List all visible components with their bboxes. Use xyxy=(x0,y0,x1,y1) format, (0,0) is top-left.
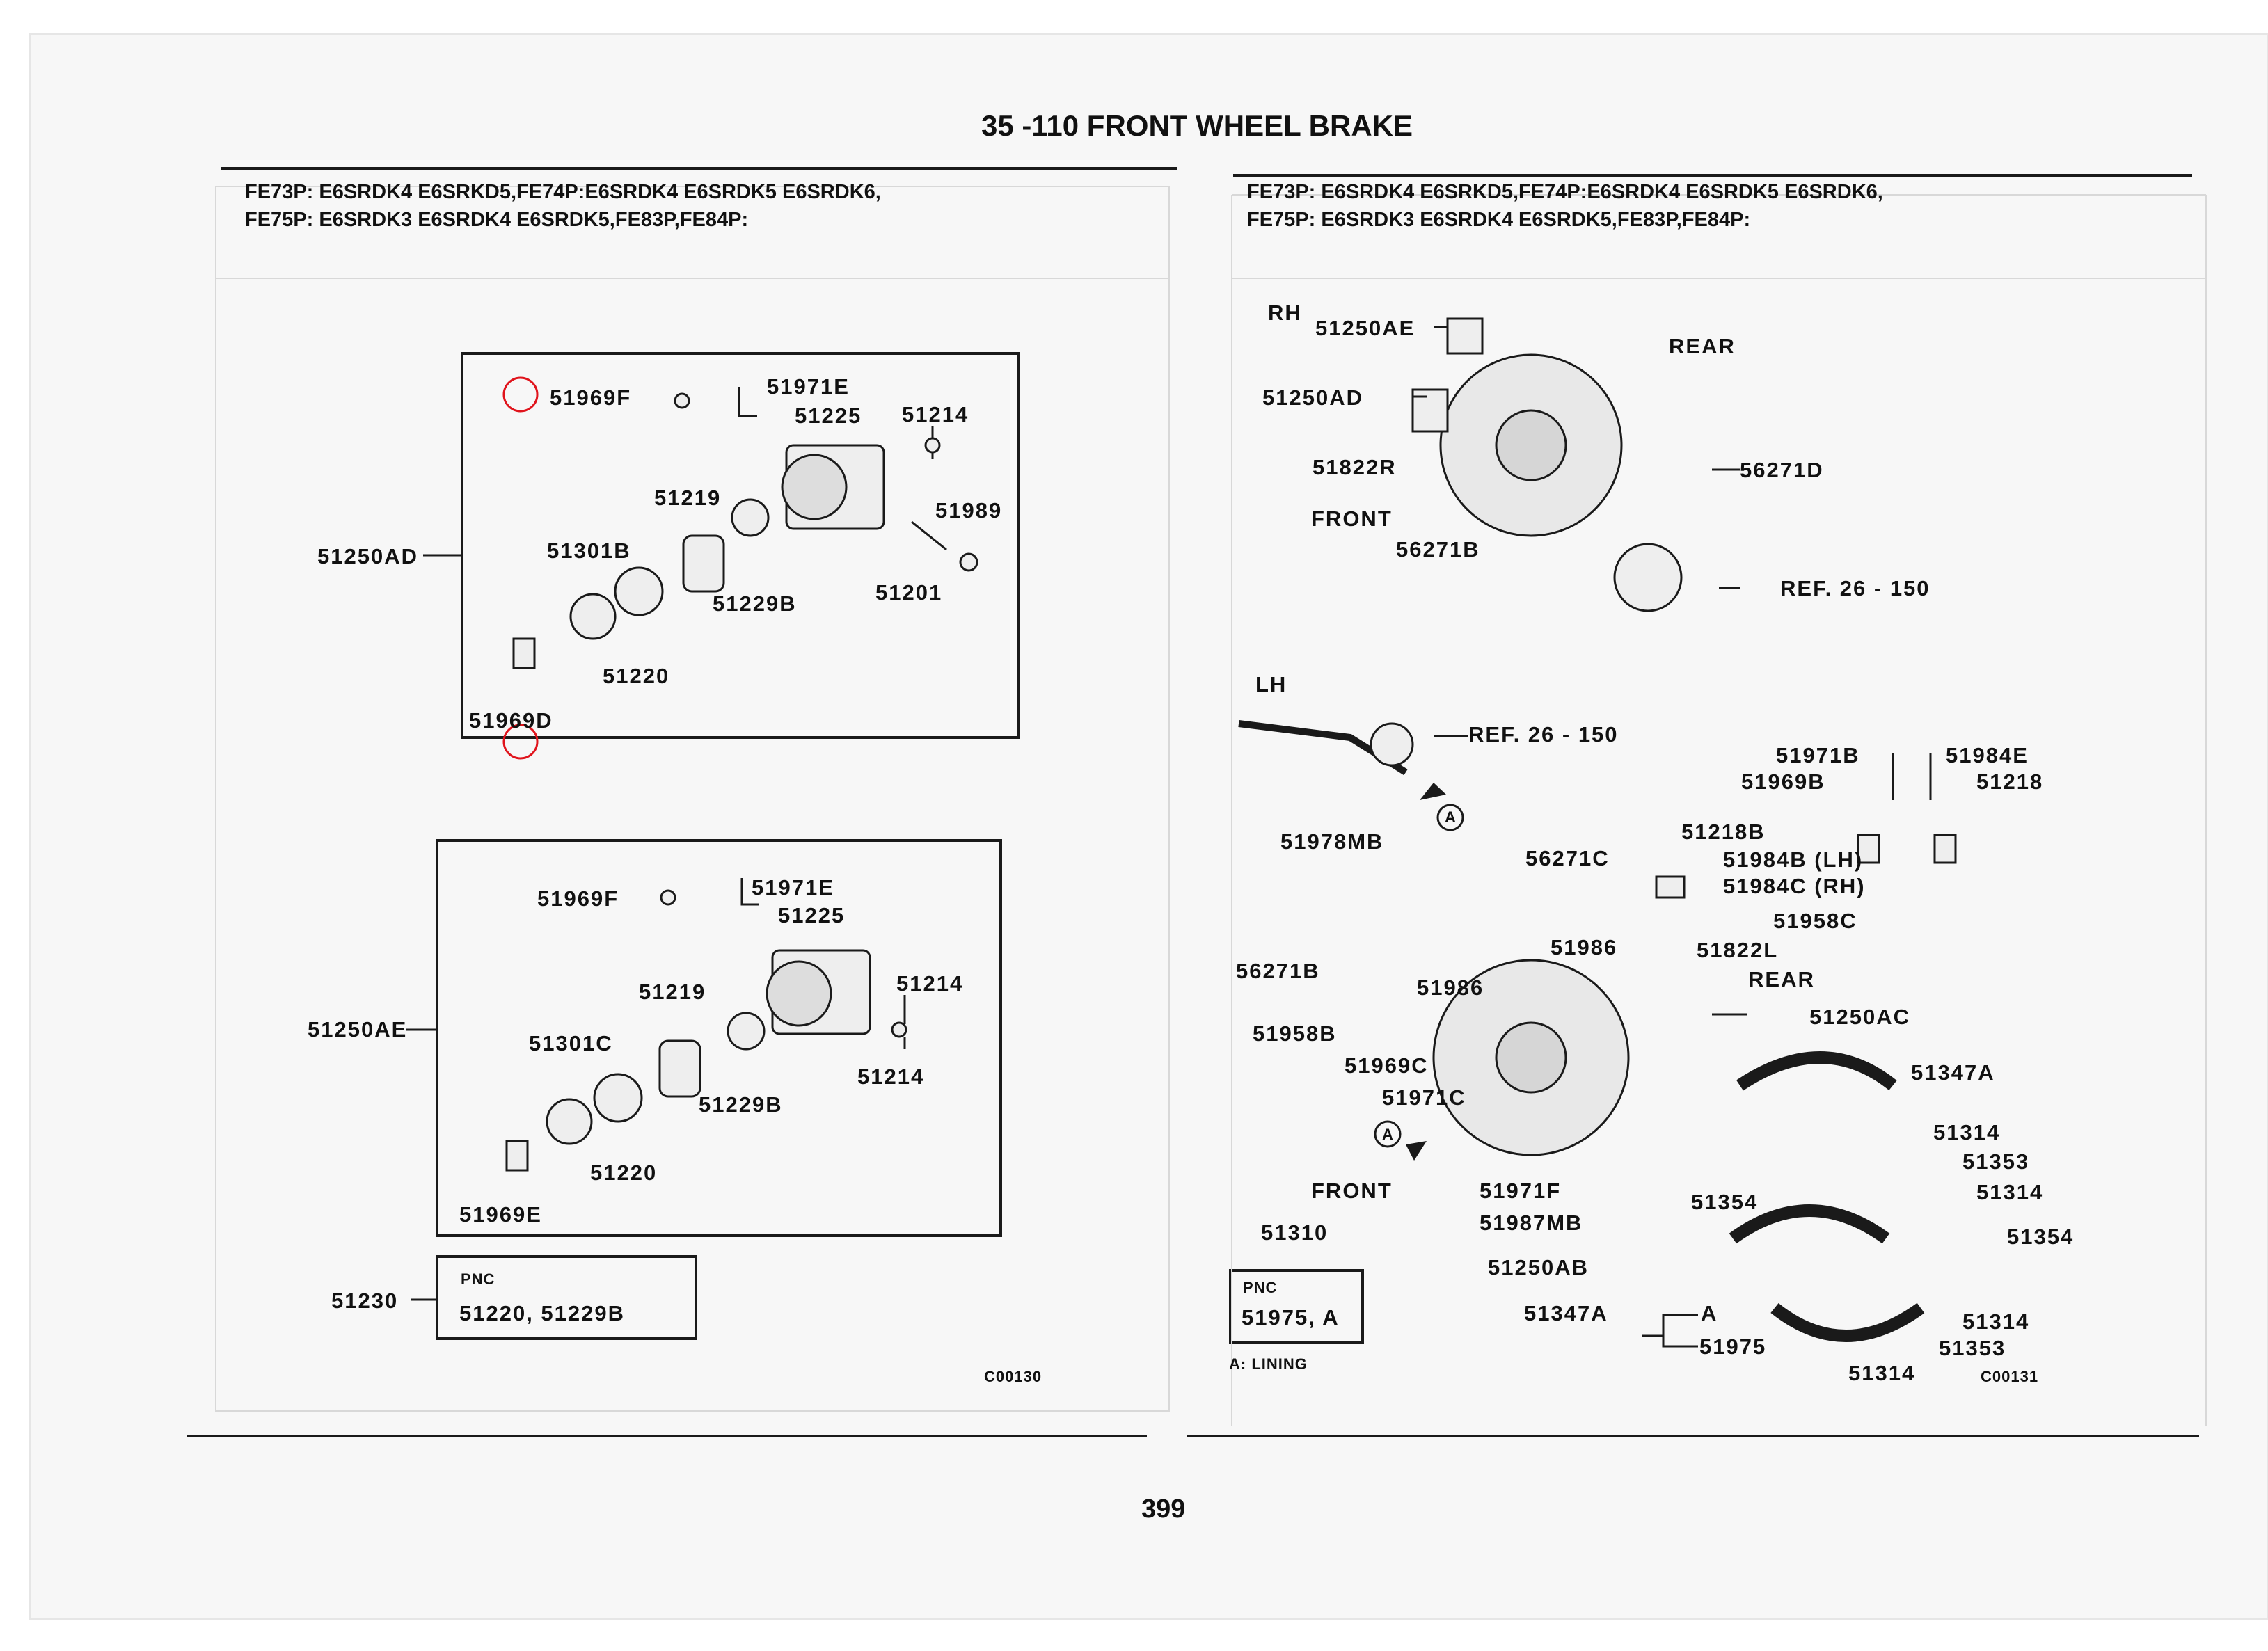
part-label: 51971E xyxy=(752,875,834,900)
part-label: 51301C xyxy=(529,1031,613,1055)
part-label: 51984C (RH) xyxy=(1723,874,1866,898)
part-label: 51984E xyxy=(1946,743,2029,767)
direction-label: FRONT xyxy=(1311,1179,1393,1203)
part-label: 51353 xyxy=(1962,1149,2030,1174)
part-label: 51225 xyxy=(778,903,846,927)
part-label: 56271B xyxy=(1236,959,1320,983)
part-label: 51218B xyxy=(1681,820,1766,844)
left-header-line-1: FE73P: E6SRDK4 E6SRKD5,FE74P:E6SRDK4 E6S… xyxy=(245,181,881,203)
part-label: 51250AE xyxy=(1315,316,1415,340)
part-label: 51250AD xyxy=(1262,385,1363,410)
lower-assembly-label: 51250AE xyxy=(308,1017,408,1042)
part-label: 51958C xyxy=(1773,909,1857,933)
document-sheet xyxy=(29,33,2268,1620)
part-label: 51969C xyxy=(1345,1053,1429,1078)
part-label: 56271D xyxy=(1740,458,1824,482)
part-label: 51250AC xyxy=(1809,1005,1910,1029)
part-label: 51201 xyxy=(875,580,943,605)
part-label: 51986 xyxy=(1551,935,1618,959)
right-header-line-1: FE73P: E6SRDK4 E6SRKD5,FE74P:E6SRDK4 E6S… xyxy=(1247,181,1883,203)
part-label: 51984B (LH) xyxy=(1723,847,1864,872)
part-label: 51347A xyxy=(1911,1060,1995,1085)
part-label: A xyxy=(1701,1301,1718,1325)
part-label: 51978MB xyxy=(1280,829,1384,854)
part-label: 51220 xyxy=(603,664,670,688)
part-label: 51250AB xyxy=(1488,1255,1589,1279)
part-label: 51975 xyxy=(1699,1334,1767,1359)
part-label: 51971E xyxy=(767,374,850,399)
part-label: 51314 xyxy=(1962,1309,2030,1334)
part-label: 51969D xyxy=(469,708,553,733)
part-label: 51354 xyxy=(1691,1190,1759,1214)
part-label: 51220 xyxy=(590,1161,658,1185)
part-label: 51214 xyxy=(896,971,964,996)
part-label: 51989 xyxy=(935,498,1003,523)
part-label: 56271C xyxy=(1525,846,1610,870)
reference-label: REF. 26 - 150 xyxy=(1780,576,1930,600)
part-label: 51229B xyxy=(699,1092,783,1117)
pnc-ref-label: 51230 xyxy=(331,1289,399,1313)
part-label: 51310 xyxy=(1261,1220,1329,1245)
lining-note: A: LINING xyxy=(1229,1355,1308,1373)
left-header-line-2: FE75P: E6SRDK3 E6SRDK4 E6SRDK5,FE83P,FE8… xyxy=(245,209,749,231)
part-label: 51987MB xyxy=(1480,1211,1583,1235)
page-title: 35 -110 FRONT WHEEL BRAKE xyxy=(981,109,1413,142)
part-label: 51347A xyxy=(1524,1301,1608,1325)
reference-label: REF. 26 - 150 xyxy=(1468,722,1619,747)
direction-label: REAR xyxy=(1669,334,1736,358)
part-label: 51354 xyxy=(2007,1225,2075,1249)
right-figure-code: C00131 xyxy=(1981,1368,2039,1385)
pnc-box-parts: 51220, 51229B xyxy=(459,1301,626,1325)
part-label: 51225 xyxy=(795,404,862,428)
part-label: 51218 xyxy=(1976,769,2044,794)
part-label: 51971C xyxy=(1382,1085,1466,1110)
right-header-line-2: FE75P: E6SRDK3 E6SRDK4 E6SRDK5,FE83P,FE8… xyxy=(1247,209,1751,231)
part-label: 51969F xyxy=(550,385,632,410)
part-label: 51314 xyxy=(1976,1180,2044,1204)
part-label: 51353 xyxy=(1939,1336,2006,1360)
part-label: 51214 xyxy=(902,402,969,426)
part-label: 51822L xyxy=(1697,938,1779,962)
pnc-box-title: PNC xyxy=(461,1270,495,1288)
pnc-box-parts-right: 51975, A xyxy=(1242,1305,1340,1330)
part-label: 51219 xyxy=(654,486,722,510)
part-label: 51958B xyxy=(1253,1021,1337,1046)
part-label: 51969F xyxy=(537,886,619,911)
part-label: 51314 xyxy=(1933,1120,2001,1144)
part-label: 51971F xyxy=(1480,1179,1562,1203)
part-label: 51301B xyxy=(547,539,631,563)
page-number: 399 xyxy=(1141,1494,1186,1524)
marker-a: A xyxy=(1445,808,1457,826)
direction-label: FRONT xyxy=(1311,507,1393,531)
part-label: 51229B xyxy=(713,591,797,616)
part-label: 51214 xyxy=(857,1064,925,1089)
part-label: 56271B xyxy=(1396,537,1480,561)
lh-label: LH xyxy=(1255,672,1287,696)
part-label: 51822R xyxy=(1313,455,1397,479)
marker-a: A xyxy=(1382,1126,1394,1143)
part-label: 51986 xyxy=(1417,975,1484,1000)
direction-label: REAR xyxy=(1748,967,1815,991)
pnc-box-title-right: PNC xyxy=(1243,1279,1278,1296)
rh-label: RH xyxy=(1268,301,1302,325)
part-label: 51969B xyxy=(1741,769,1825,794)
part-label: 51219 xyxy=(639,980,706,1004)
part-label: 51969E xyxy=(459,1202,542,1227)
upper-assembly-label: 51250AD xyxy=(317,544,418,568)
left-figure-code: C00130 xyxy=(984,1368,1042,1385)
part-label: 51971B xyxy=(1776,743,1860,767)
part-label: 51314 xyxy=(1848,1361,1916,1385)
